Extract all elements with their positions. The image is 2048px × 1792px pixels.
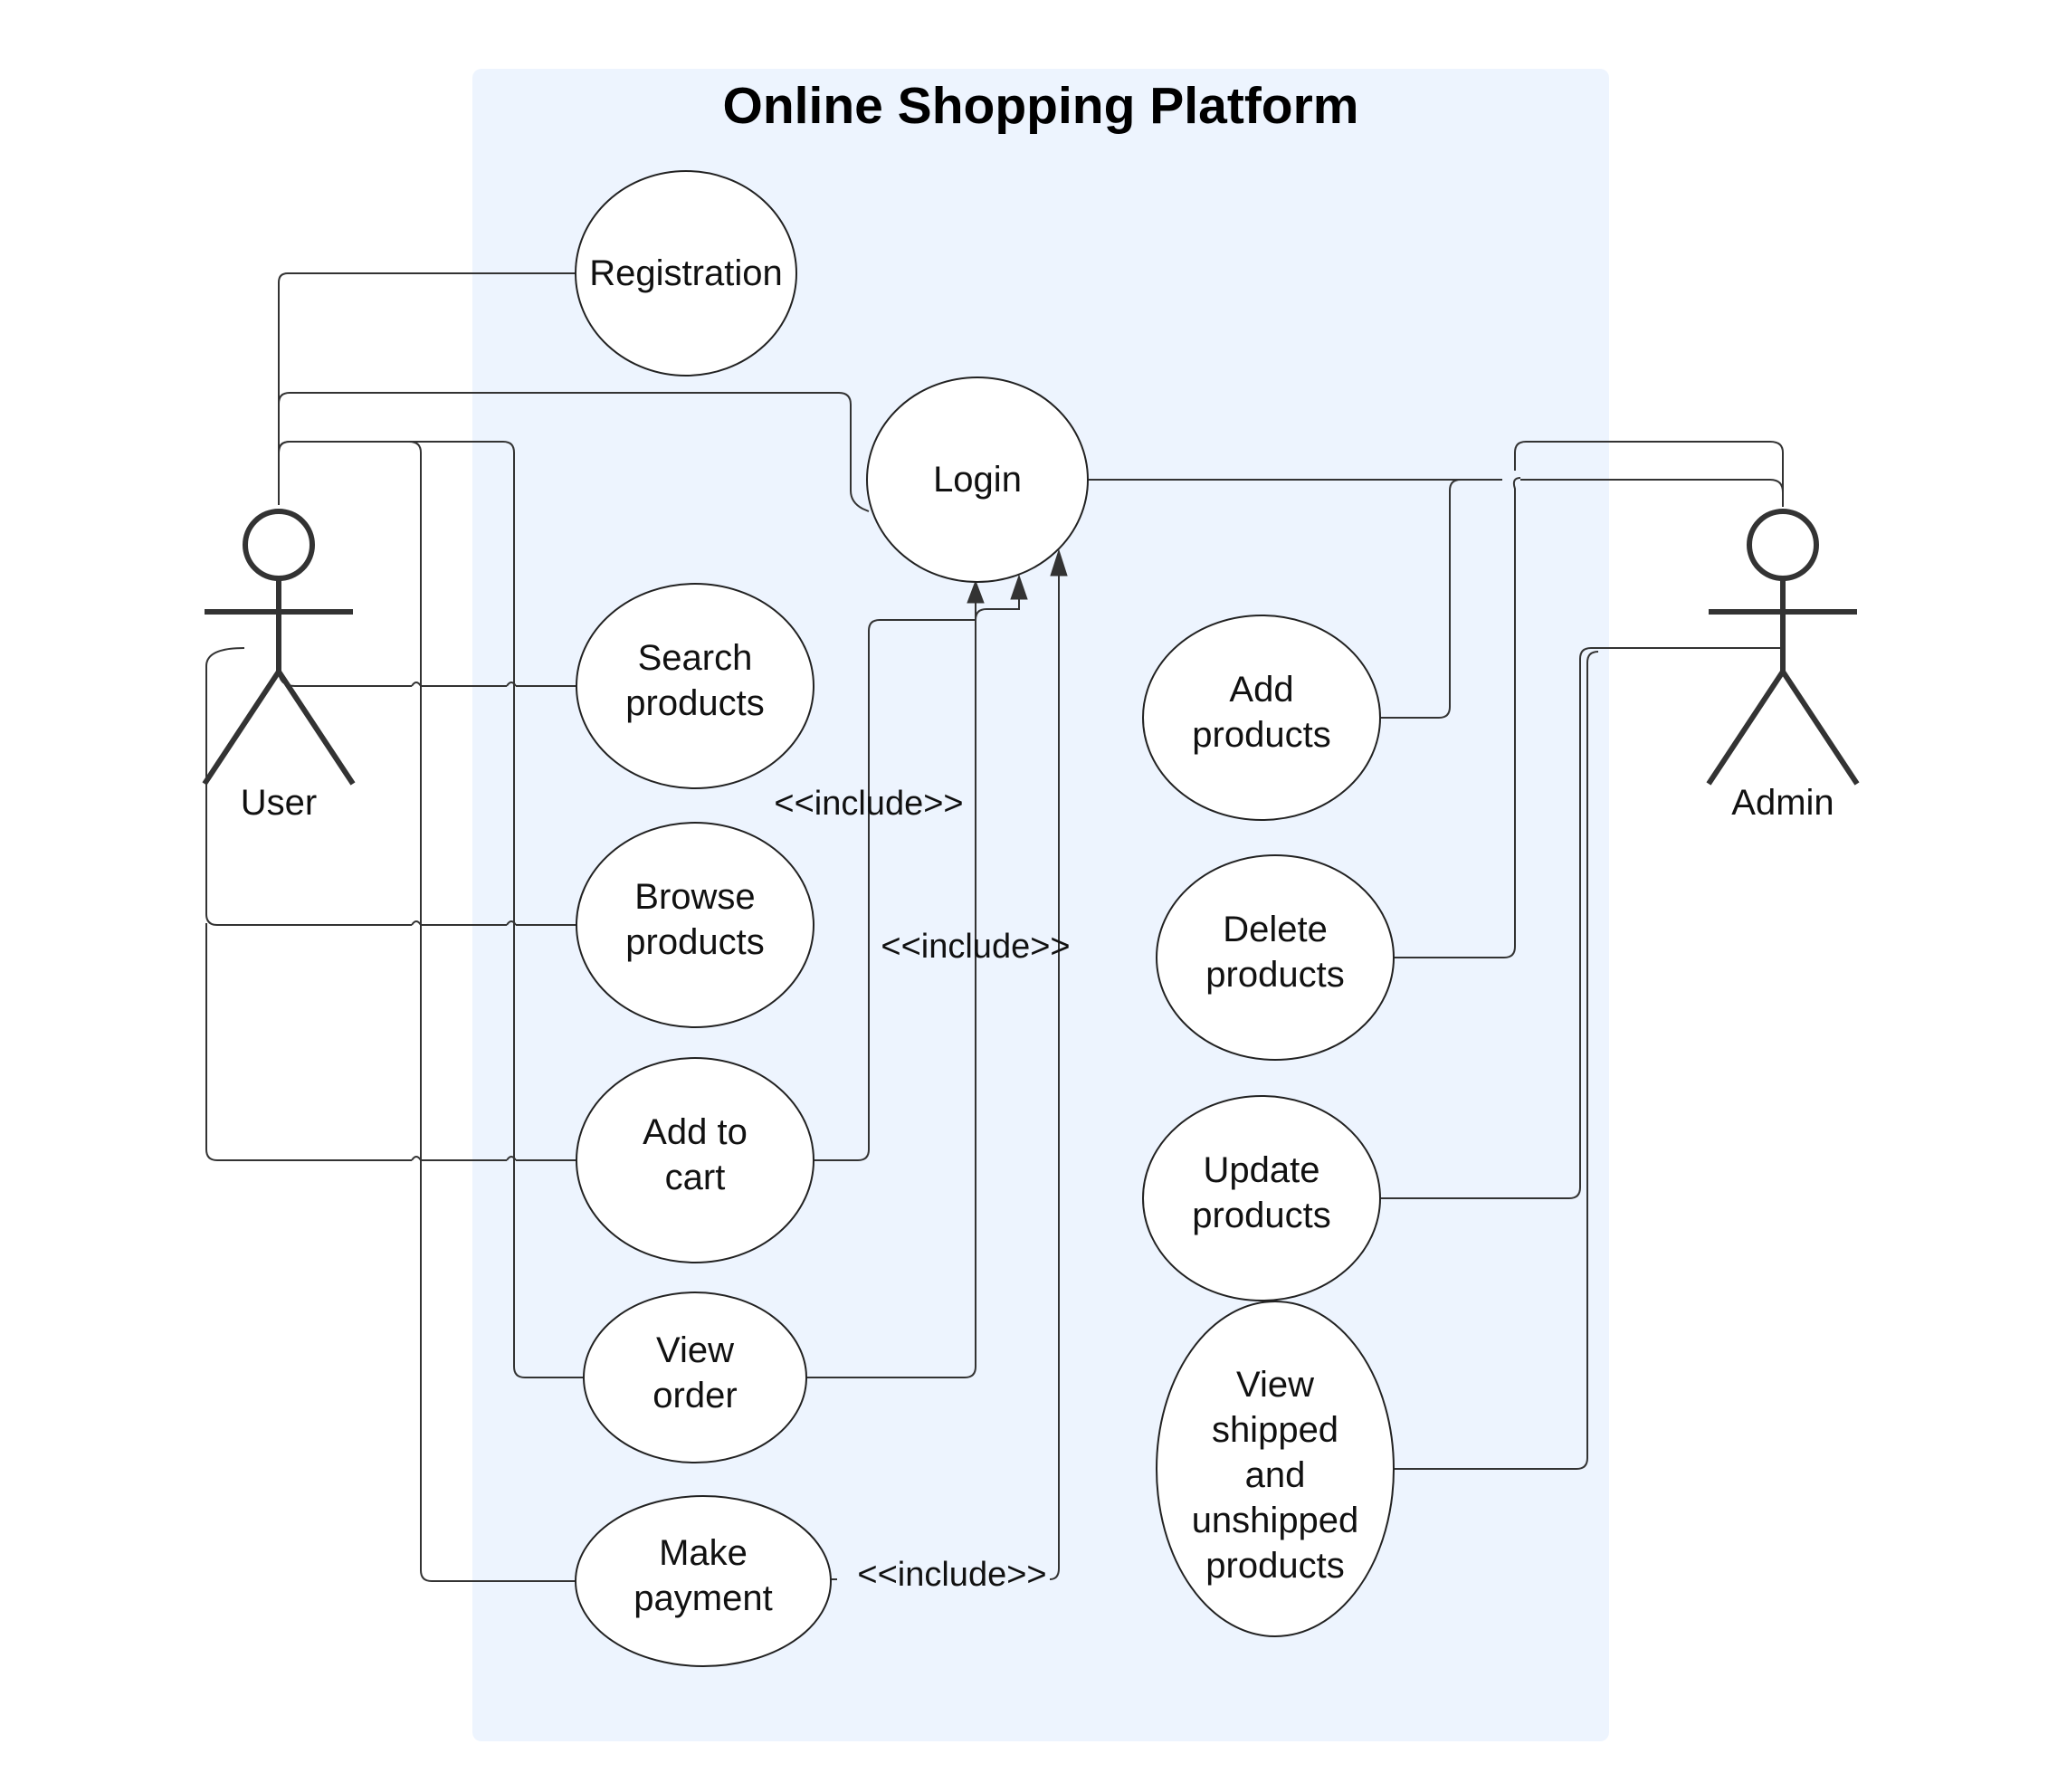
include-label-vieworder: <<include>> — [881, 928, 1070, 966]
arrowhead-include-payment — [1050, 548, 1068, 577]
actor-label-admin: Admin — [1731, 783, 1834, 823]
use-case-label: Add to — [643, 1112, 748, 1152]
actor-head — [243, 509, 315, 581]
connector-user-login — [278, 392, 870, 512]
use-case-label: Make — [659, 1533, 748, 1573]
connector-admin-updateproducts — [1380, 647, 1783, 1199]
actor-leg-left — [202, 670, 281, 786]
use-case-label: products — [1205, 955, 1344, 995]
use-case-label: products — [1192, 1196, 1330, 1235]
use-case-label: unshipped — [1192, 1501, 1359, 1540]
actor-label-user: User — [241, 783, 317, 823]
diagram-title: Online Shopping Platform — [723, 77, 1359, 135]
use-case-label: View — [656, 1330, 734, 1370]
use-case-label: Search — [638, 638, 753, 678]
connector-include-cart — [814, 597, 976, 1161]
use-case-label: Login — [933, 460, 1022, 500]
arrowhead-include-vieworder — [1010, 574, 1028, 600]
use-case-update-products[interactable]: Update products — [1142, 1095, 1381, 1301]
actor-leg-right — [1780, 670, 1860, 786]
use-case-label: Add — [1229, 670, 1293, 710]
use-case-login[interactable]: Login — [866, 377, 1089, 583]
include-label-payment: <<include>> — [857, 1556, 1046, 1594]
use-case-label: View — [1236, 1365, 1314, 1405]
use-case-label: Browse — [634, 877, 755, 917]
use-case-label: Update — [1204, 1150, 1320, 1190]
use-case-search-products[interactable]: Search products — [576, 583, 814, 789]
actor-user[interactable]: User — [202, 509, 356, 823]
use-case-registration[interactable]: Registration — [575, 170, 797, 377]
use-case-label: products — [1205, 1546, 1344, 1586]
connector-user-cart — [205, 923, 576, 1161]
actor-leg-left — [1706, 670, 1786, 786]
use-case-label: Delete — [1223, 910, 1328, 949]
connector-user-payment — [278, 441, 576, 1582]
connector-user-registration — [278, 272, 576, 505]
connectors — [205, 272, 1784, 1582]
actor-admin[interactable]: Admin — [1706, 509, 1860, 823]
line-hops — [411, 682, 517, 1161]
connector-admin-addproducts — [1380, 479, 1502, 719]
use-case-view-order[interactable]: View order — [583, 1292, 807, 1463]
use-case-browse-products[interactable]: Browse products — [576, 822, 814, 1028]
use-case-label: Registration — [589, 253, 782, 293]
use-case-view-shipped-unshipped[interactable]: View shipped and unshipped products — [1156, 1301, 1395, 1637]
actor-leg-right — [276, 670, 356, 786]
connector-include-vieworder — [805, 597, 1020, 1378]
use-case-label: shipped — [1212, 1410, 1338, 1450]
use-case-add-products[interactable]: Add products — [1142, 615, 1381, 821]
use-case-delete-products[interactable]: Delete products — [1156, 854, 1395, 1061]
connector-user-browse — [205, 647, 576, 926]
use-case-label: payment — [633, 1578, 772, 1618]
use-case-label: products — [1192, 715, 1330, 755]
use-case-label: cart — [665, 1158, 726, 1197]
actor-head — [1747, 509, 1819, 581]
include-label-cart: <<include>> — [774, 785, 963, 823]
arrowhead-include-cart — [967, 579, 985, 604]
use-case-label: and — [1245, 1455, 1306, 1495]
use-case-label: order — [653, 1376, 737, 1415]
connector-admin-deleteproducts — [1394, 441, 1784, 958]
connector-admin-viewshipped — [1394, 651, 1599, 1470]
use-case-make-payment[interactable]: Make payment — [575, 1495, 832, 1667]
use-case-label: products — [625, 683, 764, 723]
use-case-add-to-cart[interactable]: Add to cart — [576, 1057, 814, 1263]
use-case-label: products — [625, 922, 764, 962]
connector-include-payment — [831, 561, 1060, 1580]
